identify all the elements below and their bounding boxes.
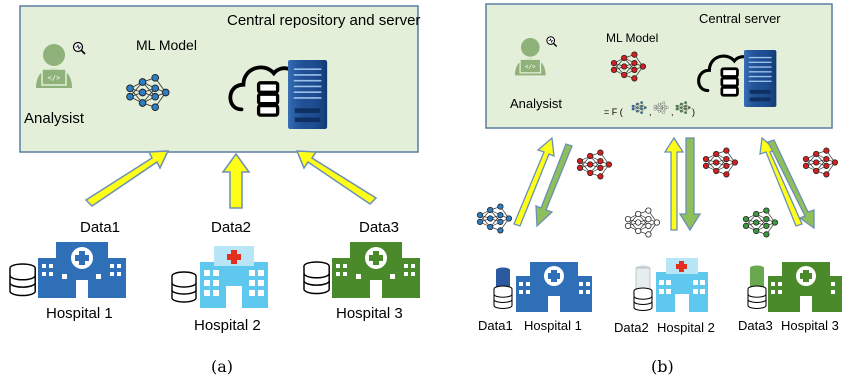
panel-a: Central repository and server ML Model A… [9,5,420,376]
hospital-label-2: Hospital 2 [194,317,261,334]
hospital-label-b2: Hospital 2 [657,320,715,335]
hospital-label-b1: Hospital 1 [524,318,582,333]
central-repository-box [19,5,419,153]
hospital-b1-icon [493,262,592,312]
panel-b: Central server ML Model Analysist = F ( … [476,3,842,376]
central-repository-title: Central repository and server [227,12,420,29]
hospital-b3-icon [747,262,842,312]
hospital-2-icon [171,246,268,308]
local-model-white-icon [624,207,661,238]
data-label-2: Data2 [211,219,251,236]
hospital-b2-icon [633,258,708,312]
server-icon-b [743,49,777,108]
data-label-1: Data1 [80,219,120,236]
exchange-arrows-2 [663,136,702,232]
local-model-blue-icon [476,203,513,234]
data-label-3: Data3 [359,219,399,236]
caption-b: (b) [651,357,674,376]
svg-text:,: , [649,107,652,117]
central-server-title: Central server [699,11,781,26]
ml-model-label-b: ML Model [606,31,658,45]
data-label-b3: Data3 [738,318,773,333]
ml-model-label: ML Model [136,37,197,53]
exchange-arrows-1 [513,136,573,228]
hospital-label-1: Hospital 1 [46,305,113,322]
aggregation-formula-suffix: ) [692,107,695,117]
hospital-label-b3: Hospital 3 [781,318,839,333]
upload-arrow-3 [295,150,378,205]
data-label-b2: Data2 [614,320,649,335]
hospital-1-icon [9,242,126,298]
upload-arrow-2 [221,152,251,209]
hospital-label-3: Hospital 3 [336,305,403,322]
svg-text:,: , [671,107,674,117]
global-model-icon-3 [802,147,839,178]
caption-a: (a) [211,357,233,376]
exchange-arrows-3 [759,136,815,230]
analyst-label: Analysist [24,110,85,127]
analyst-label-b: Analysist [510,96,562,111]
data-label-b1: Data1 [478,318,513,333]
server-icon [287,59,328,130]
global-model-icon-2 [702,147,739,178]
upload-arrow-1 [84,150,170,207]
hospital-3-icon [303,242,420,298]
global-model-icon-1 [576,149,613,180]
local-model-green-icon [742,207,779,238]
aggregation-formula-prefix: = F ( [604,107,623,117]
